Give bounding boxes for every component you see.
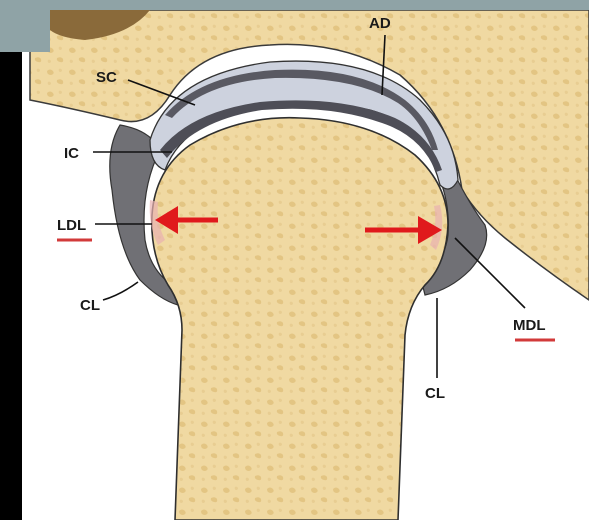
- label-ldl: LDL: [57, 217, 86, 234]
- label-ad: AD: [369, 15, 391, 32]
- frame-top-left: [0, 0, 50, 52]
- label-sc: SC: [96, 69, 117, 86]
- frame-top: [0, 0, 589, 10]
- frame-left: [0, 52, 22, 520]
- label-cl-left: CL: [80, 297, 100, 314]
- label-ic: IC: [64, 145, 79, 162]
- label-cl-right: CL: [425, 385, 445, 402]
- label-mdl: MDL: [513, 317, 546, 334]
